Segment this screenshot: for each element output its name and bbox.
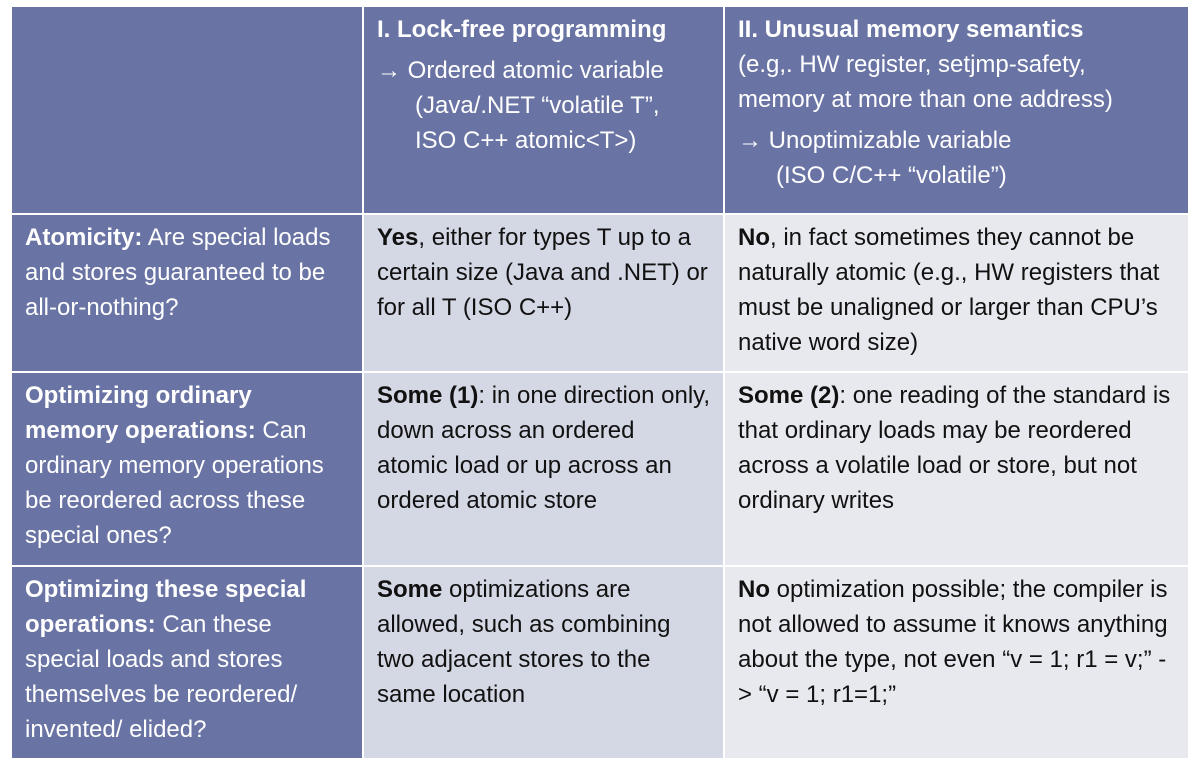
header-lock-free-title: I. Lock-free programming [377,16,667,43]
cell-ordinary-ops-lock-free: Some (1): in one direction only, down ac… [362,371,725,567]
row-label-atomicity: Atomicity: Are special loads and stores … [10,213,364,373]
header-unusual-memory-line-2: memory at more than one address) [738,86,1113,113]
header-lock-free-line-1: → Ordered atomic variable [377,57,664,84]
cell-bold: Some (2) [738,382,840,409]
row-label-bold: Optimizing ordinary memory operations: [25,382,256,444]
header-corner-cell [10,5,364,215]
cell-ordinary-ops-unusual: Some (2): one reading of the standard is… [723,371,1190,567]
row-label-text: Can these special loads and stores thems… [25,611,298,743]
comparison-table: I. Lock-free programming → Ordered atomi… [10,5,1190,760]
table-row: Atomicity: Are special loads and stores … [10,213,1190,373]
cell-text: optimization possible; the compiler is n… [738,576,1168,708]
header-lock-free: I. Lock-free programming → Ordered atomi… [362,5,725,215]
table-row: Optimizing these special operations: Can… [10,565,1190,760]
table-row: Optimizing ordinary memory operations: C… [10,371,1190,567]
header-row: I. Lock-free programming → Ordered atomi… [10,5,1190,215]
header-unusual-memory-title: II. Unusual memory semantics [738,16,1084,43]
cell-text: , in fact sometimes they cannot be natur… [738,224,1160,356]
header-unusual-memory-line-3: → Unoptimizable variable [738,127,1012,154]
cell-special-ops-unusual: No optimization possible; the compiler i… [723,565,1190,760]
cell-text: : one reading of the standard is that or… [738,382,1171,514]
cell-text: , either for types T up to a certain siz… [377,224,708,321]
row-label-ordinary-ops: Optimizing ordinary memory operations: C… [10,371,364,567]
cell-bold: No [738,224,770,251]
row-label-text: Can ordinary memory operations be reorde… [25,417,324,549]
header-unusual-memory: II. Unusual memory semantics (e.g,. HW r… [723,5,1190,215]
cell-bold: Yes [377,224,419,251]
cell-bold: Some (1) [377,382,479,409]
cell-bold: Some [377,576,443,603]
header-unusual-memory-line-4: (ISO C/C++ “volatile”) [776,162,1007,189]
cell-atomicity-unusual: No, in fact sometimes they cannot be nat… [723,213,1190,373]
header-unusual-memory-line-1: (e.g,. HW register, setjmp-safety, [738,51,1086,78]
header-lock-free-line-3: ISO C++ atomic<T>) [415,127,637,154]
row-label-bold: Optimizing these special operations: [25,576,307,638]
cell-special-ops-lock-free: Some optimizations are allowed, such as … [362,565,725,760]
cell-atomicity-lock-free: Yes, either for types T up to a certain … [362,213,725,373]
cell-text: optimizations are allowed, such as combi… [377,576,671,708]
header-lock-free-line-2: (Java/.NET “volatile T”, [415,92,660,119]
row-label-bold: Atomicity: [25,224,143,251]
row-label-special-ops: Optimizing these special operations: Can… [10,565,364,760]
row-label-text: Are special loads and stores guaranteed … [25,224,331,321]
cell-text: : in one direction only, down across an … [377,382,711,514]
comparison-table-container: I. Lock-free programming → Ordered atomi… [10,5,1190,760]
cell-bold: No [738,576,770,603]
